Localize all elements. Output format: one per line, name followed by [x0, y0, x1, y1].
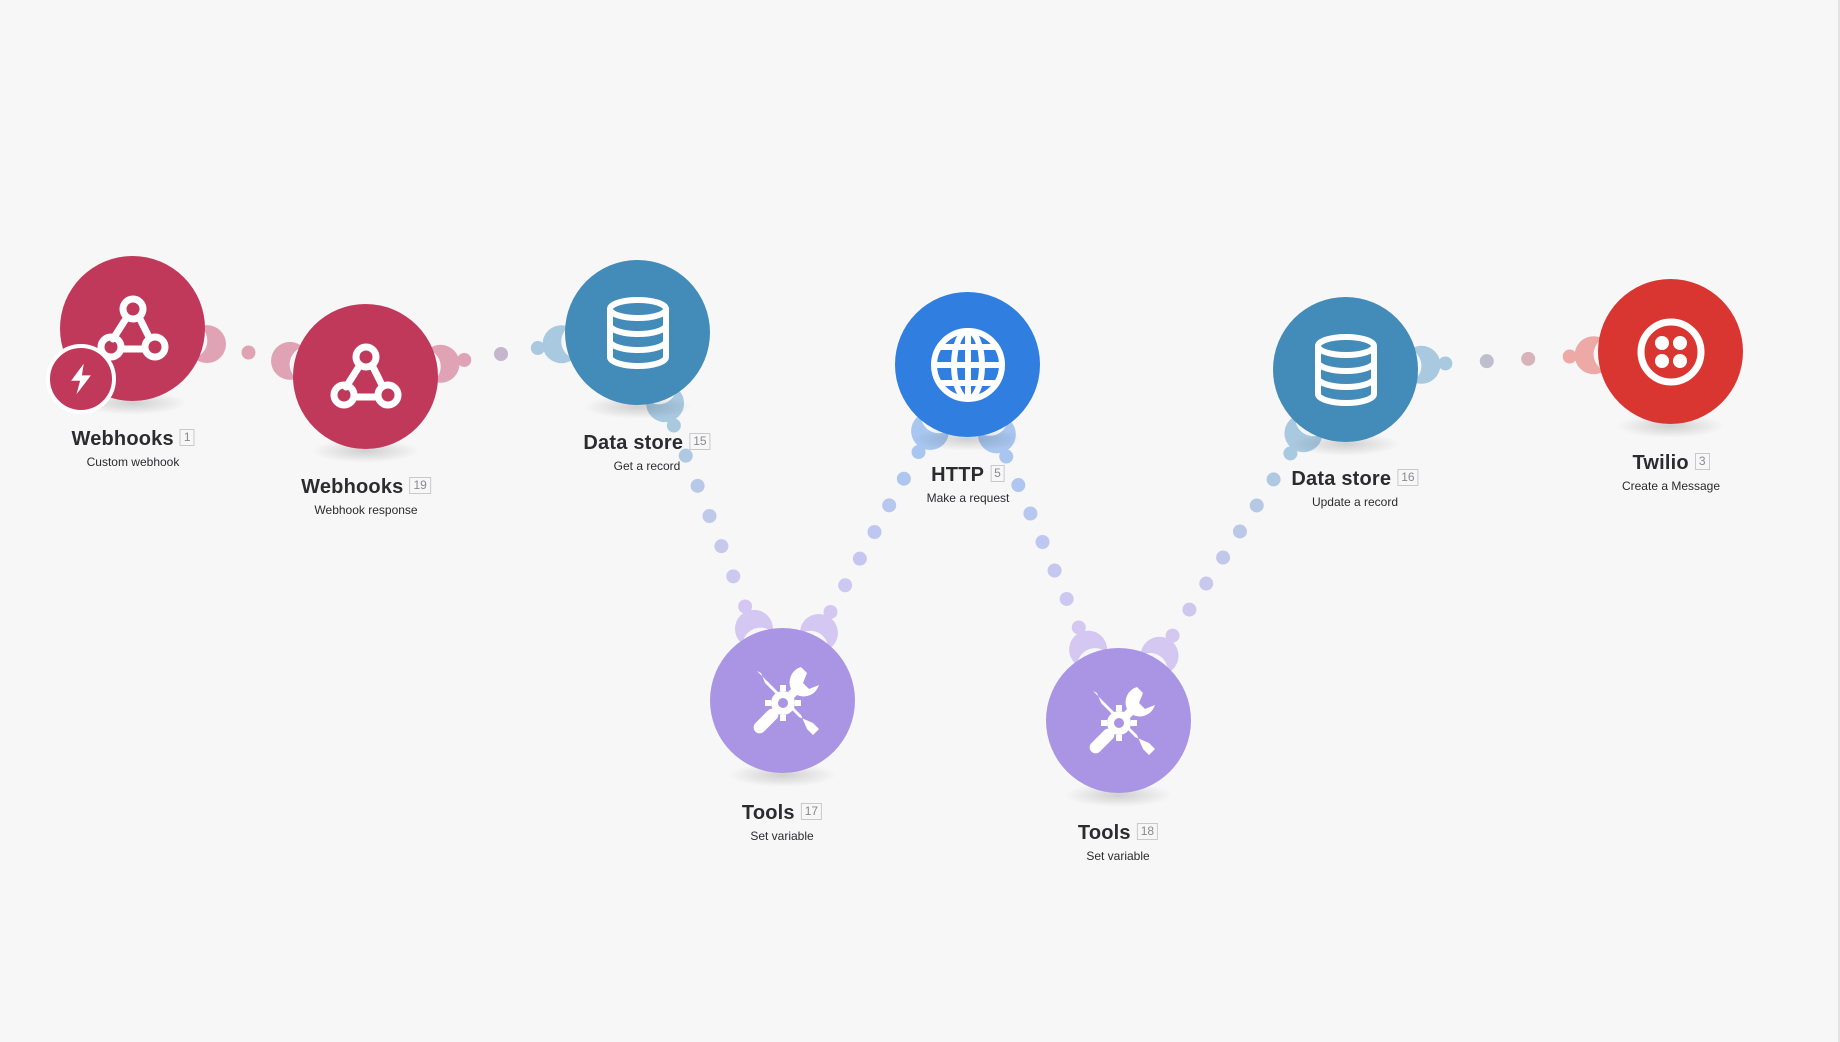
- module-webhooks-webhook-response[interactable]: [293, 304, 438, 463]
- module-app-name: HTTP: [931, 464, 985, 486]
- module-action: Set variable: [1086, 849, 1150, 863]
- lightning-icon: [71, 363, 91, 395]
- module-action: Set variable: [750, 829, 814, 843]
- connector-dot: [1023, 506, 1038, 521]
- canvas-right-border: [1838, 0, 1840, 1042]
- connector-dot: [852, 551, 867, 566]
- connector-dot: [1165, 628, 1180, 643]
- connector-dot: [738, 599, 753, 614]
- connector-dot: [714, 539, 729, 554]
- module-datastore-update-a-record[interactable]: [1273, 297, 1418, 456]
- tools-icon: [710, 628, 855, 773]
- module-app-name: Data store: [1291, 468, 1392, 490]
- database-icon: [1273, 297, 1418, 442]
- module-label-datastore-16: Data store 16 Update a record: [1291, 468, 1419, 509]
- connector-dot: [823, 604, 838, 619]
- module-id-badge: 17: [800, 803, 823, 820]
- module-action: Custom webhook: [86, 455, 180, 469]
- connector-dot: [690, 478, 705, 493]
- webhook-icon: [293, 304, 438, 449]
- module-label-datastore-15: Data store 15 Get a record: [583, 432, 711, 473]
- connector-dot: [1266, 472, 1281, 487]
- module-label-webhooks-19: Webhooks 19 Webhook response: [301, 476, 431, 517]
- database-icon-glyph: [606, 296, 669, 369]
- module-label-tools-18: Tools 18 Set variable: [1077, 822, 1159, 863]
- connector-dot: [1182, 602, 1197, 617]
- module-app-name: Tools: [741, 802, 795, 824]
- connector-dot: [530, 341, 545, 356]
- database-icon: [565, 260, 710, 405]
- connector-dot: [1071, 620, 1086, 635]
- database-icon-glyph: [1314, 333, 1377, 406]
- connector-dot: [1562, 349, 1577, 364]
- module-app-name: Tools: [1077, 822, 1131, 844]
- twilio-icon-glyph: [1637, 318, 1704, 385]
- module-tools-set-variable-18[interactable]: [1046, 648, 1191, 807]
- module-twilio-create-a-message[interactable]: [1598, 279, 1743, 438]
- connector-dot: [867, 525, 882, 539]
- module-action: Get a record: [613, 459, 681, 473]
- module-label-twilio-3: Twilio 3 Create a Message: [1622, 452, 1720, 493]
- connector-dot: [838, 578, 853, 593]
- connector-dot: [1216, 550, 1231, 565]
- module-app-name: Webhooks: [301, 476, 404, 498]
- webhook-icon-glyph: [97, 295, 168, 360]
- module-label-webhooks-1: Webhooks 1 Custom webhook: [71, 428, 195, 469]
- twilio-icon: [1598, 279, 1743, 424]
- connector-dot: [1479, 354, 1494, 369]
- tools-icon: [1046, 648, 1191, 793]
- module-app-name: Webhooks: [71, 428, 174, 450]
- module-action: Webhook response: [314, 503, 418, 517]
- connector-dot: [1232, 524, 1247, 539]
- connector-dot: [1249, 498, 1264, 513]
- connector-dot: [911, 445, 926, 460]
- module-label-tools-17: Tools 17 Set variable: [741, 802, 823, 843]
- module-action: Create a Message: [1621, 479, 1721, 493]
- module-id-badge: 15: [689, 433, 711, 450]
- connector-dot: [666, 418, 681, 433]
- connector-dot: [702, 509, 717, 523]
- connector-dot: [1521, 351, 1536, 366]
- module-action: Make a request: [926, 491, 1010, 505]
- module-app-name: Twilio: [1632, 452, 1689, 474]
- connector-dot: [494, 347, 508, 361]
- connector-dot: [999, 449, 1014, 464]
- module-datastore-get-a-record[interactable]: [565, 260, 710, 419]
- module-id-badge: 16: [1397, 469, 1419, 486]
- module-http-make-a-request[interactable]: [895, 292, 1040, 451]
- module-id-badge: 18: [1136, 823, 1159, 840]
- connector-dot: [457, 352, 472, 367]
- module-label-http-5: HTTP 5 Make a request: [927, 464, 1010, 505]
- module-id-badge: 3: [1694, 453, 1710, 470]
- tools-icon-glyph: [753, 666, 819, 735]
- trigger-badge[interactable]: [46, 344, 116, 414]
- module-id-badge: 5: [990, 465, 1005, 482]
- connector-dot: [1438, 356, 1453, 371]
- connector-dot: [726, 569, 741, 584]
- module-id-badge: 19: [409, 477, 431, 494]
- connector-dot: [241, 345, 256, 360]
- connector-dot: [1011, 478, 1026, 493]
- module-id-badge: 1: [179, 429, 195, 446]
- connector-dot: [882, 498, 897, 513]
- connector-dot: [1047, 563, 1062, 578]
- connector-dot: [1199, 576, 1214, 591]
- connector-dot: [1035, 535, 1050, 549]
- globe-icon-glyph: [930, 327, 1005, 402]
- tools-icon-glyph: [1089, 686, 1155, 755]
- module-action: Update a record: [1311, 495, 1399, 509]
- webhook-icon-glyph: [330, 343, 401, 408]
- connector-dot: [896, 471, 911, 486]
- connector-dot: [1059, 591, 1074, 606]
- globe-icon: [895, 292, 1040, 437]
- module-tools-set-variable-17[interactable]: [710, 628, 855, 787]
- module-app-name: Data store: [583, 432, 684, 454]
